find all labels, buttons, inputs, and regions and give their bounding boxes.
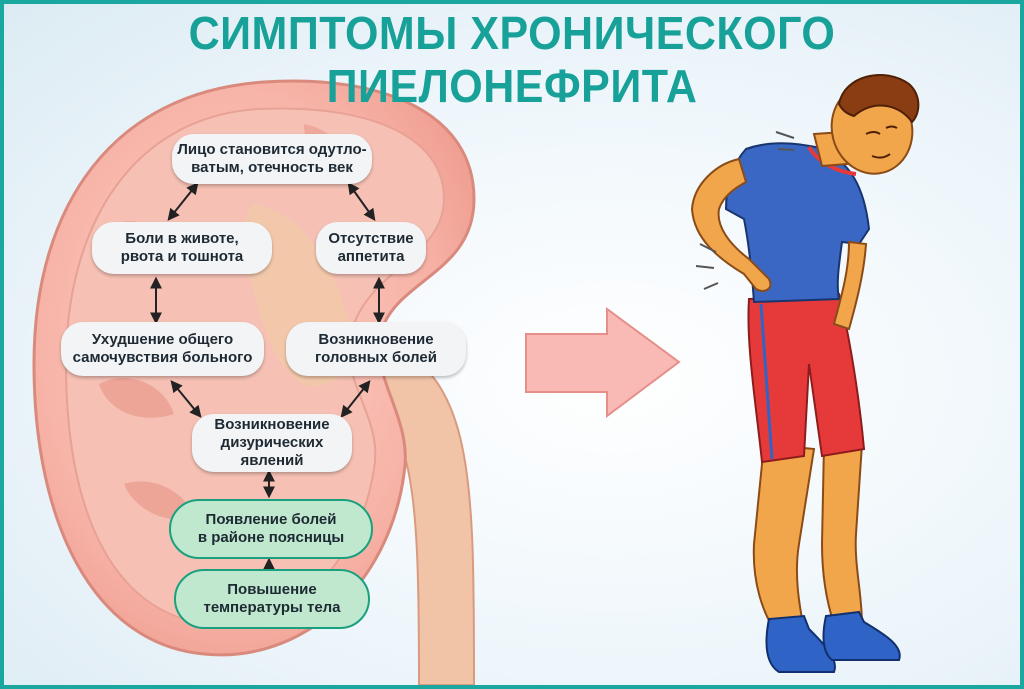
arrow-face-appetite [347, 182, 376, 221]
symptom-dysuria: Возникновение дизурических явлений [192, 414, 352, 472]
symptom-headache: Возникновение головных болей [286, 322, 466, 376]
right-shoe [822, 610, 901, 661]
symptom-belly-pain: Боли в животе, рвота и тошнота [92, 222, 272, 274]
arrow-wellbeing-dysuria [170, 380, 202, 418]
left-shoe [765, 614, 836, 673]
symptom-wellbeing: Ухудшение общего самочувствия больного [61, 322, 264, 376]
right-arm [832, 240, 868, 331]
man-figure [690, 73, 920, 673]
left-arm [690, 157, 772, 292]
hair [837, 73, 920, 124]
symptom-fever: Повышение температуры тела [174, 569, 370, 629]
symptom-no-appetite: Отсутствие аппетита [316, 222, 426, 274]
arrow-face-belly [167, 182, 199, 221]
page-title: СИМПТОМЫ ХРОНИЧЕСКОГО ПИЕЛОНЕФРИТА [188, 8, 836, 113]
shorts [747, 292, 866, 464]
pain-lines [695, 131, 795, 290]
arrow-headache-dysuria [340, 380, 371, 418]
big-arrow [525, 307, 681, 418]
right-leg [820, 443, 864, 625]
symptom-back-pain: Появление болей в районе поясницы [169, 499, 373, 559]
symptom-face-swelling: Лицо становится одутло- ватым, отечность… [172, 134, 372, 184]
left-leg [752, 442, 816, 630]
